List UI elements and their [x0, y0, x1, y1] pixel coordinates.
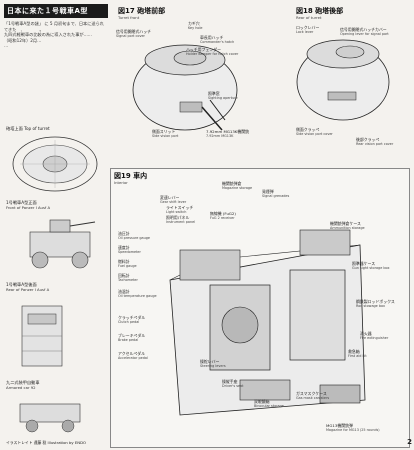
turret-top-drawing — [12, 136, 98, 192]
paragraph: 「1号戦車A型の謎」 に 5 月初旬まで、日本に送られてきた 、 。 — [4, 21, 104, 32]
fig-front-caption: 1号戦車A型正面 — [6, 200, 37, 205]
page-number: 2 — [407, 438, 412, 446]
fig-18-subtitle: Rear of turret — [296, 15, 322, 20]
turret-rear-drawing — [296, 39, 390, 121]
front-view-drawing — [29, 219, 96, 269]
fig-front-sub: Front of Panzer I Ausf A — [6, 205, 51, 210]
body-text: 「1号戦車A型の謎」 に 5 月初旬まで、日本に送られてきた 、 。 九四式軽戦… — [4, 21, 108, 49]
fig-armored-sub: Armored car 92 — [6, 385, 36, 390]
paragraph: （昭和12年）2月… — [4, 37, 42, 43]
paragraph: … — [4, 43, 9, 49]
paragraph: 九四式軽戦車の比較の為に導入された事が…… — [4, 32, 92, 38]
fig-rear-caption: 1号戦車A型後面 — [6, 282, 37, 287]
illustration-credit: イラストレイト 遠藤 稔 Illustration by ENDO — [6, 440, 87, 445]
turret-front-drawing — [132, 44, 238, 131]
fig-17-title: 図17 砲塔前部 — [118, 7, 166, 15]
section-title: 日本に来た１号戦車A型 — [4, 4, 108, 18]
fig-rear-sub: Rear of Panzer I Ausf A — [6, 287, 50, 292]
rear-view-drawing — [21, 305, 63, 367]
interior-drawing — [169, 229, 366, 416]
fig-19-title: 図19 車内 — [114, 172, 148, 180]
fig-armored-caption: 九二式装甲自動車 — [6, 380, 40, 385]
fig-turret-top-caption: 砲塔上面 Top of turret — [6, 126, 50, 131]
callout: 無線機 (FuG2)FuG 2 receiver — [210, 211, 236, 221]
left-column: 日本に来た１号戦車A型 「1号戦車A型の謎」 に 5 月初旬まで、日本に送られて… — [4, 4, 108, 444]
fig-18-title: 図18 砲塔後部 — [296, 7, 344, 15]
armored-car-drawing — [19, 403, 81, 433]
fig-17-subtitle: Turret front — [118, 15, 140, 20]
fig-19-subtitle: Interior — [114, 180, 128, 185]
